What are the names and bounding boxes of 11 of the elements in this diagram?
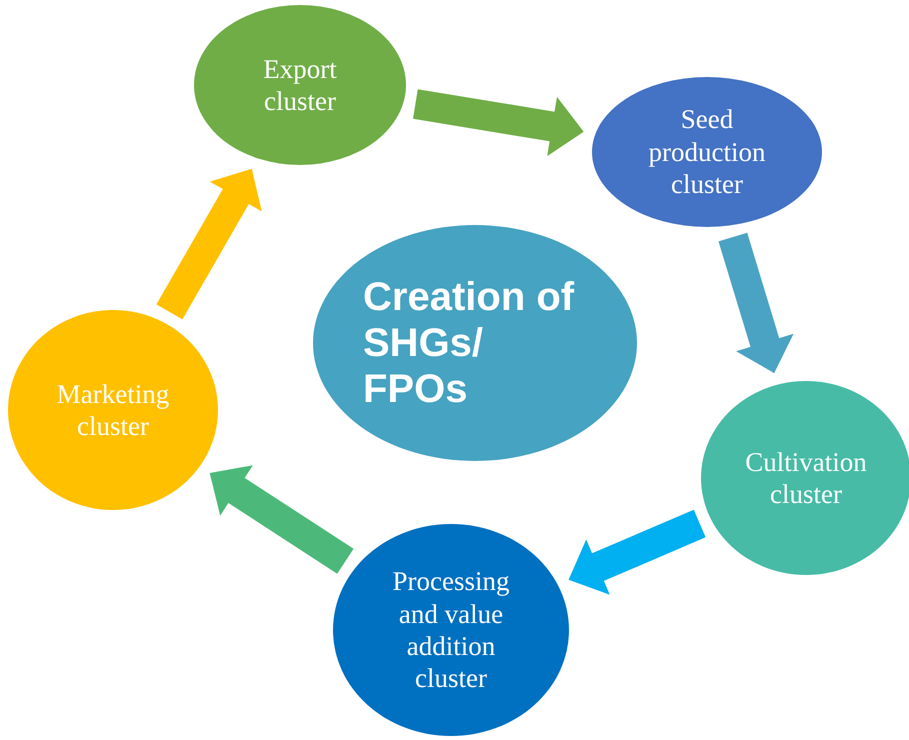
node-label: Marketing cluster xyxy=(56,378,170,442)
node-label: Processing and value addition cluster xyxy=(392,565,510,695)
block-arrow xyxy=(718,232,794,374)
block-arrow xyxy=(210,465,354,574)
block-arrow xyxy=(568,510,706,595)
node-label: Cultivation cluster xyxy=(744,446,868,510)
node-label: Seed production cluster xyxy=(648,103,766,201)
node-label: Creation of SHGs/ FPOs xyxy=(363,274,576,412)
block-arrow xyxy=(413,89,584,156)
node-label: Export cluster xyxy=(262,52,338,118)
block-arrow xyxy=(156,168,262,320)
